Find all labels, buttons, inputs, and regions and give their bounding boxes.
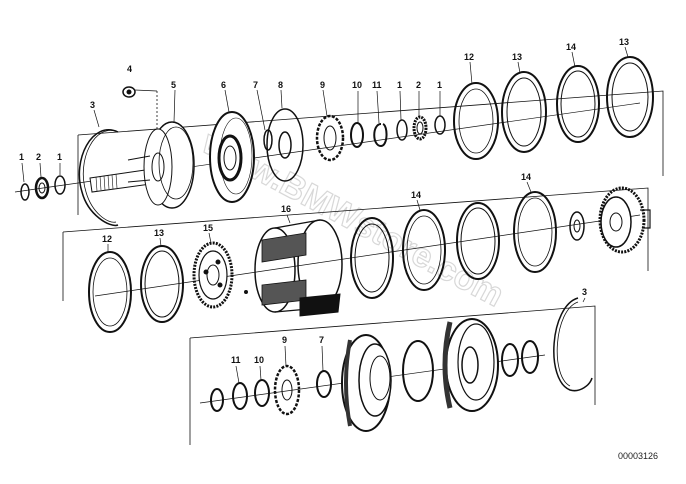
callout-11: 11 [231, 355, 241, 365]
callout-7: 7 [253, 80, 258, 90]
snap-ring-part-2 [396, 119, 408, 141]
plug-pin-part [122, 86, 158, 130]
callout-16: 16 [281, 204, 291, 214]
toothed-disc-part [315, 114, 345, 162]
friction-disc-part-2 [606, 56, 654, 138]
clutch-housing-part [442, 318, 499, 412]
callout-1: 1 [57, 152, 62, 162]
seal-ring-part-2 [316, 370, 332, 398]
callout-14: 14 [411, 190, 421, 200]
callout-6: 6 [221, 80, 226, 90]
callout-7: 7 [319, 335, 324, 345]
pin-part [244, 290, 248, 294]
needle-bearing-part [34, 176, 50, 200]
planetary-gear-part [192, 241, 234, 309]
needle-bearing-part-2 [412, 115, 428, 141]
thrust-washer-part [569, 211, 585, 241]
snap-ring-part [20, 183, 30, 201]
steel-plate-part-2 [556, 65, 600, 143]
callout-8: 8 [278, 80, 283, 90]
friction-disc-part-3 [140, 245, 184, 323]
clutch-cage-part [254, 219, 343, 317]
callout-15: 15 [203, 223, 213, 233]
callout-10: 10 [352, 80, 362, 90]
ring-gear-part [598, 186, 651, 254]
o-ring-part-2 [210, 388, 224, 412]
callout-13: 13 [512, 52, 522, 62]
callouts: 1 2 1 3 4 5 6 7 8 9 10 11 1 2 1 12 13 14… [19, 37, 629, 365]
steel-plate-part-4 [402, 209, 446, 291]
o-ring-part [350, 122, 364, 148]
snap-ring-large-part-2 [553, 297, 593, 392]
callout-5: 5 [171, 80, 176, 90]
spring-plate-part [266, 108, 304, 182]
callout-13: 13 [619, 37, 629, 47]
seal-ring-part-3 [402, 340, 434, 402]
callout-11: 11 [372, 80, 382, 90]
callout-2: 2 [36, 152, 41, 162]
toothed-disc-part-2 [273, 364, 301, 416]
callout-14: 14 [566, 42, 576, 52]
friction-disc-part-4 [350, 217, 394, 299]
callout-9: 9 [320, 80, 325, 90]
o-ring-part-4 [501, 343, 519, 377]
callout-12: 12 [102, 234, 112, 244]
row-frames [62, 90, 664, 445]
callout-3: 3 [90, 100, 95, 110]
steel-plate-part-3 [88, 251, 132, 333]
leader-lines-row-1 [21, 46, 629, 183]
circlip-part [373, 123, 388, 148]
o-ring-part-5 [521, 340, 539, 374]
callout-9: 9 [282, 335, 287, 345]
leader-lines-row-2 [107, 181, 532, 252]
row-1-parts [20, 56, 654, 227]
leader-lines-row-3 [235, 297, 586, 384]
callout-12: 12 [464, 52, 474, 62]
circlip-part-2 [232, 382, 248, 410]
o-ring-part-3 [254, 379, 270, 407]
steel-plate-part [453, 82, 499, 160]
callout-4: 4 [127, 64, 132, 74]
row-2-parts [88, 186, 651, 333]
callout-2: 2 [416, 80, 421, 90]
friction-disc-part [501, 71, 547, 153]
washer-part [54, 175, 66, 195]
callout-3: 3 [582, 287, 587, 297]
callout-1: 1 [19, 152, 24, 162]
piston-part [341, 334, 392, 432]
row-3-parts [210, 297, 593, 432]
snap-ring-large-part [78, 129, 119, 227]
friction-disc-part-5 [456, 202, 500, 280]
callout-1: 1 [397, 80, 402, 90]
catalog-code: 00003126 [618, 451, 658, 461]
piston-plate-part [209, 111, 255, 203]
callout-13: 13 [154, 228, 164, 238]
callout-1: 1 [437, 80, 442, 90]
callout-14: 14 [521, 172, 531, 182]
steel-plate-part-5 [513, 191, 557, 273]
clutch-drum-part [127, 121, 195, 209]
callout-10: 10 [254, 355, 264, 365]
